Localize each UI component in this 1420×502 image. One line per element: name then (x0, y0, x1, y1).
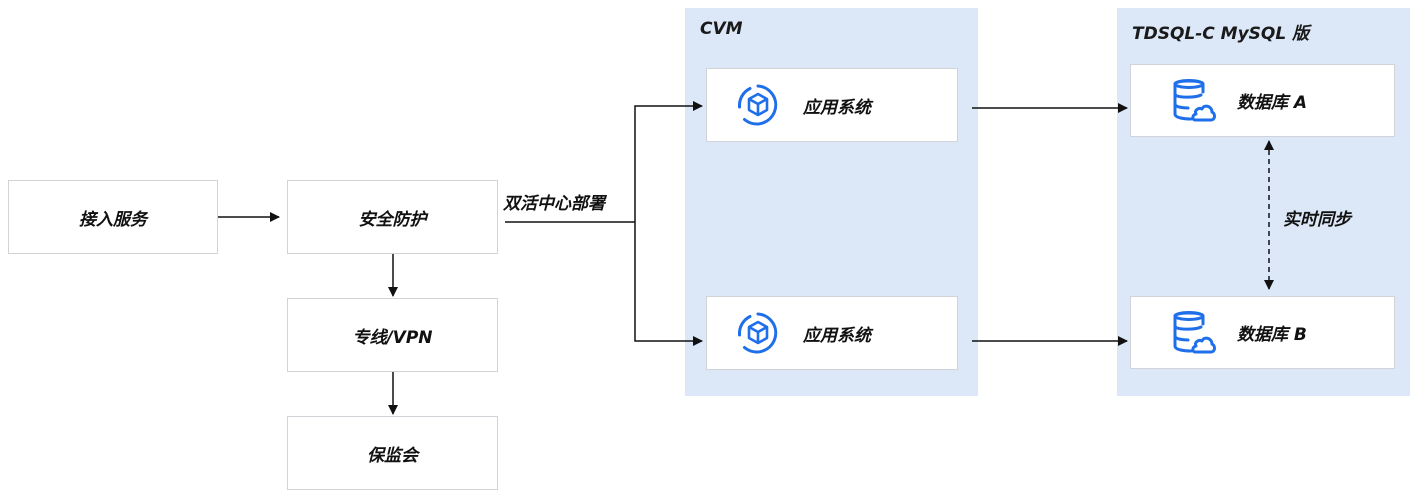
monitoring-node: 保监会 (287, 416, 498, 490)
app-system-bottom-node: 应用系统 (706, 296, 958, 370)
realtime-sync-label: 实时同步 (1283, 210, 1351, 230)
app-cube-icon (737, 312, 778, 354)
dual-active-label: 双活中心部署 (503, 194, 605, 214)
cvm-group-title: CVM (700, 19, 743, 39)
dedicated-line-node: 专线/VPN (287, 298, 498, 372)
database-cloud-icon (1173, 78, 1216, 121)
database-b-label: 数据库 B (1237, 325, 1307, 345)
database-b-node: 数据库 B (1130, 296, 1395, 369)
app-cube-icon (737, 84, 778, 126)
app-system-top-label: 应用系统 (803, 97, 871, 118)
database-cloud-icon (1173, 310, 1216, 353)
app-system-bottom-label: 应用系统 (803, 325, 871, 346)
database-a-label: 数据库 A (1237, 93, 1308, 113)
tdsql-group-title: TDSQL-C MySQL 版 (1132, 24, 1310, 44)
database-a-node: 数据库 A (1130, 64, 1395, 137)
access-service-node: 接入服务 (8, 180, 218, 254)
security-node: 安全防护 (287, 180, 498, 254)
app-system-top-node: 应用系统 (706, 68, 958, 142)
